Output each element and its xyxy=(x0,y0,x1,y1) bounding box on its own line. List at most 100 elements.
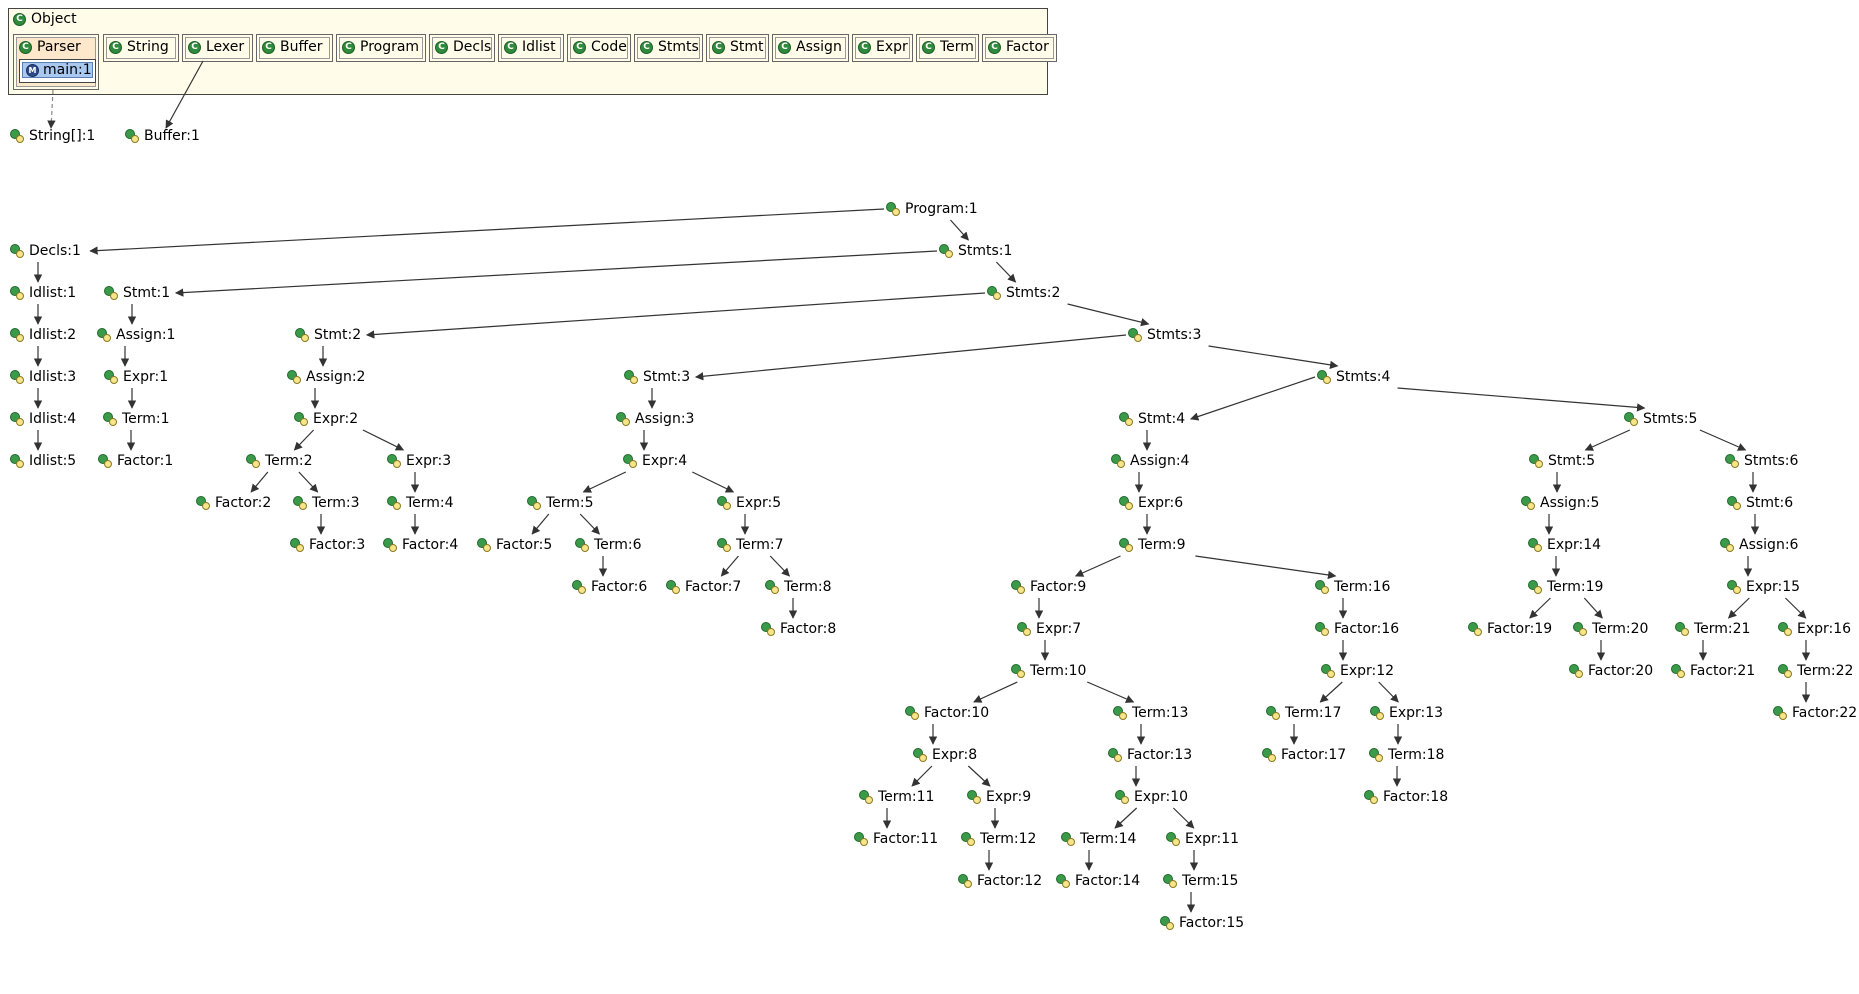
method-main[interactable]: M main:1 xyxy=(19,59,96,83)
instance-factor-22[interactable]: Factor:22 xyxy=(1773,704,1857,722)
instance-expr-8[interactable]: Expr:8 xyxy=(913,746,977,764)
instance-stmts-5[interactable]: Stmts:5 xyxy=(1624,410,1697,428)
instance-stmts-3[interactable]: Stmts:3 xyxy=(1128,326,1201,344)
instance-factor-11[interactable]: Factor:11 xyxy=(854,830,938,848)
instance-expr-2[interactable]: Expr:2 xyxy=(294,410,358,428)
instance-term-11[interactable]: Term:11 xyxy=(859,788,934,806)
instance-term-5[interactable]: Term:5 xyxy=(527,494,594,512)
instance-assign-5[interactable]: Assign:5 xyxy=(1521,494,1599,512)
instance-assign-2[interactable]: Assign:2 xyxy=(287,368,365,386)
instance-factor-14[interactable]: Factor:14 xyxy=(1056,872,1140,890)
instance-expr-10[interactable]: Expr:10 xyxy=(1115,788,1188,806)
instance-term-22[interactable]: Term:22 xyxy=(1778,662,1853,680)
instance-idlist-1[interactable]: Idlist:1 xyxy=(10,284,76,302)
instance-factor-16[interactable]: Factor:16 xyxy=(1315,620,1399,638)
instance-idlist-2[interactable]: Idlist:2 xyxy=(10,326,76,344)
instance-term-4[interactable]: Term:4 xyxy=(387,494,454,512)
object-class-header[interactable]: C Object xyxy=(13,10,77,28)
instance-expr-13[interactable]: Expr:13 xyxy=(1370,704,1443,722)
instance-term-6[interactable]: Term:6 xyxy=(575,536,642,554)
instance-factor-10[interactable]: Factor:10 xyxy=(905,704,989,722)
instance-term-21[interactable]: Term:21 xyxy=(1675,620,1750,638)
instance-expr-5[interactable]: Expr:5 xyxy=(717,494,781,512)
instance-stmt-3[interactable]: Stmt:3 xyxy=(624,368,690,386)
instance-string-1[interactable]: String[]:1 xyxy=(10,127,95,145)
instance-term-20[interactable]: Term:20 xyxy=(1573,620,1648,638)
instance-program-1[interactable]: Program:1 xyxy=(886,200,978,218)
instance-factor-17[interactable]: Factor:17 xyxy=(1262,746,1346,764)
instance-expr-15[interactable]: Expr:15 xyxy=(1727,578,1800,596)
instance-term-18[interactable]: Term:18 xyxy=(1369,746,1444,764)
instance-term-1[interactable]: Term:1 xyxy=(103,410,170,428)
instance-expr-14[interactable]: Expr:14 xyxy=(1528,536,1601,554)
instance-term-12[interactable]: Term:12 xyxy=(961,830,1036,848)
instance-expr-3[interactable]: Expr:3 xyxy=(387,452,451,470)
instance-term-14[interactable]: Term:14 xyxy=(1061,830,1136,848)
instance-term-19[interactable]: Term:19 xyxy=(1528,578,1603,596)
instance-stmts-4[interactable]: Stmts:4 xyxy=(1317,368,1390,386)
instance-idlist-3[interactable]: Idlist:3 xyxy=(10,368,76,386)
instance-term-7[interactable]: Term:7 xyxy=(717,536,784,554)
instance-stmt-6[interactable]: Stmt:6 xyxy=(1727,494,1793,512)
instance-buffer-1[interactable]: Buffer:1 xyxy=(125,127,200,145)
instance-factor-1[interactable]: Factor:1 xyxy=(98,452,173,470)
instance-stmts-1[interactable]: Stmts:1 xyxy=(939,242,1012,260)
instance-term-2[interactable]: Term:2 xyxy=(246,452,313,470)
instance-term-17[interactable]: Term:17 xyxy=(1266,704,1341,722)
instance-assign-4[interactable]: Assign:4 xyxy=(1111,452,1189,470)
instance-term-10[interactable]: Term:10 xyxy=(1011,662,1086,680)
instance-expr-12[interactable]: Expr:12 xyxy=(1321,662,1394,680)
instance-factor-2[interactable]: Factor:2 xyxy=(196,494,271,512)
instance-factor-5[interactable]: Factor:5 xyxy=(477,536,552,554)
instance-stmt-1[interactable]: Stmt:1 xyxy=(104,284,170,302)
instance-factor-13[interactable]: Factor:13 xyxy=(1108,746,1192,764)
instance-factor-8[interactable]: Factor:8 xyxy=(761,620,836,638)
instance-expr-1[interactable]: Expr:1 xyxy=(104,368,168,386)
instance-expr-16[interactable]: Expr:16 xyxy=(1778,620,1851,638)
class-parser[interactable]: C Parser M main:1 xyxy=(13,34,99,90)
instance-term-16[interactable]: Term:16 xyxy=(1315,578,1390,596)
instance-assign-1[interactable]: Assign:1 xyxy=(97,326,175,344)
instance-factor-19[interactable]: Factor:19 xyxy=(1468,620,1552,638)
instance-stmts-2[interactable]: Stmts:2 xyxy=(987,284,1060,302)
instance-term-8[interactable]: Term:8 xyxy=(765,578,832,596)
instance-factor-9[interactable]: Factor:9 xyxy=(1011,578,1086,596)
instance-decls-1[interactable]: Decls:1 xyxy=(10,242,81,260)
instance-term-15[interactable]: Term:15 xyxy=(1163,872,1238,890)
instance-expr-4[interactable]: Expr:4 xyxy=(623,452,687,470)
instance-stmt-4[interactable]: Stmt:4 xyxy=(1119,410,1185,428)
instance-factor-15[interactable]: Factor:15 xyxy=(1160,914,1244,932)
instance-factor-7[interactable]: Factor:7 xyxy=(666,578,741,596)
instance-assign-6[interactable]: Assign:6 xyxy=(1720,536,1798,554)
instance-factor-4[interactable]: Factor:4 xyxy=(383,536,458,554)
instance-term-13[interactable]: Term:13 xyxy=(1113,704,1188,722)
instance-assign-3[interactable]: Assign:3 xyxy=(616,410,694,428)
instance-factor-3[interactable]: Factor:3 xyxy=(290,536,365,554)
instance-factor-18[interactable]: Factor:18 xyxy=(1364,788,1448,806)
instance-expr-9[interactable]: Expr:9 xyxy=(967,788,1031,806)
instance-stmt-2[interactable]: Stmt:2 xyxy=(295,326,361,344)
instance-factor-12[interactable]: Factor:12 xyxy=(958,872,1042,890)
instance-idlist-4[interactable]: Idlist:4 xyxy=(10,410,76,428)
instance-term-9[interactable]: Term:9 xyxy=(1119,536,1186,554)
instance-expr-11[interactable]: Expr:11 xyxy=(1166,830,1239,848)
instance-expr-6[interactable]: Expr:6 xyxy=(1119,494,1183,512)
instance-factor-20[interactable]: Factor:20 xyxy=(1569,662,1653,680)
instance-idlist-5[interactable]: Idlist:5 xyxy=(10,452,76,470)
instance-stmt-5[interactable]: Stmt:5 xyxy=(1529,452,1595,470)
instance-expr-7[interactable]: Expr:7 xyxy=(1017,620,1081,638)
instance-factor-6[interactable]: Factor:6 xyxy=(572,578,647,596)
instance-stmts-6[interactable]: Stmts:6 xyxy=(1725,452,1798,470)
